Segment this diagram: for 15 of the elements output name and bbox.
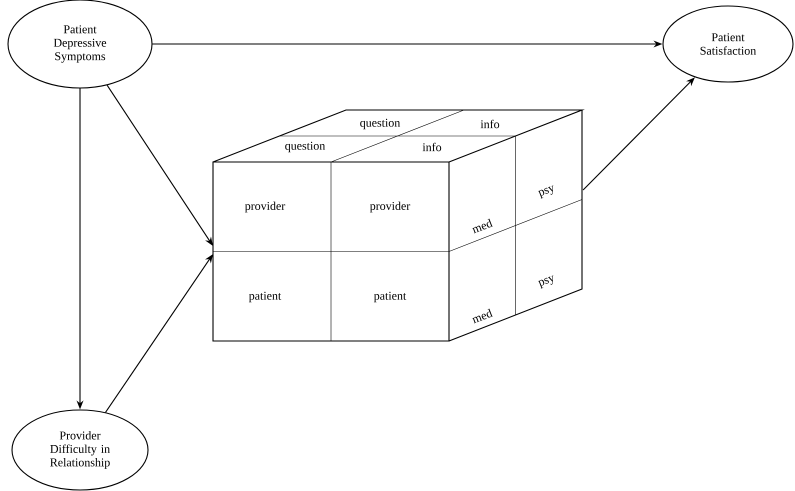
cell-label: patient [374,292,406,302]
cell-label: question [285,142,326,152]
ellipse-node: Patient Satisfaction [662,5,794,83]
cell-label: question [360,118,400,130]
cell-label: provider [244,202,286,212]
cell-label: info [422,142,442,152]
cube-drawing [212,109,585,342]
cell-label: info [480,120,500,128]
ellipse-node: Provider Difficulty in Relationship [11,409,149,491]
cell-label: patient [248,292,282,302]
cell-label: med [472,218,493,234]
cell-label: med [472,308,493,324]
cell-label: provider [370,202,410,212]
cell-label: psy [538,185,554,199]
cell-label: psy [538,275,554,289]
